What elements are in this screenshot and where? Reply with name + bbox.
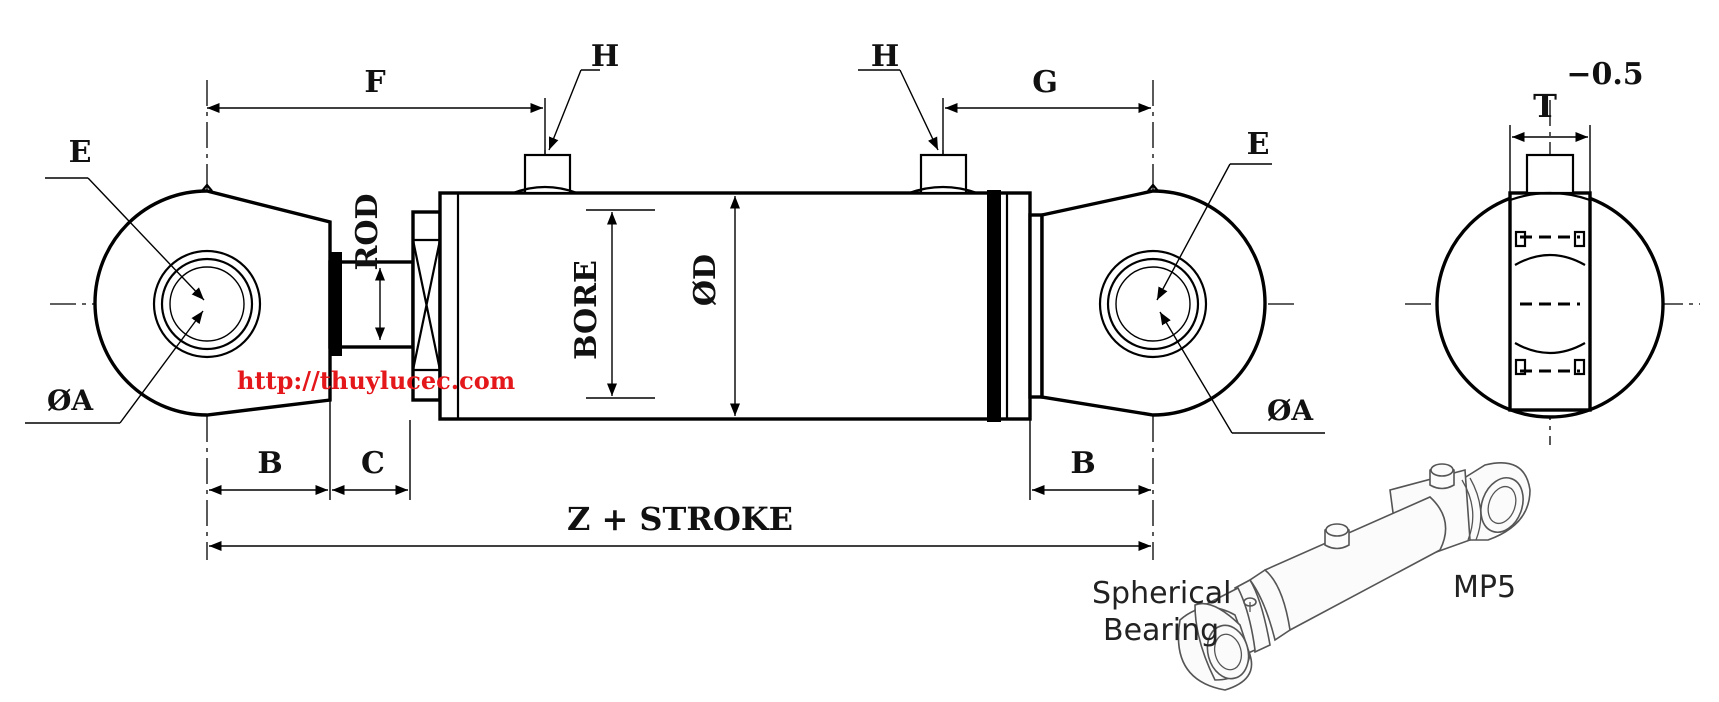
mount-type-line1: Spherical xyxy=(1092,576,1231,611)
label-a-left: ØA xyxy=(47,384,94,417)
dimension-labels: F G H H E E ØA ØA ROD BORE ØD B B C Z + … xyxy=(47,39,1644,538)
label-t: T xyxy=(1533,87,1557,125)
label-t-tolerance: −0.5 xyxy=(1566,57,1643,92)
label-z-stroke: Z + STROKE xyxy=(567,500,793,538)
model-label: MP5 xyxy=(1453,570,1516,605)
label-e-right: E xyxy=(1247,127,1270,162)
label-b-left: B xyxy=(257,446,282,481)
gland-nut xyxy=(411,210,442,402)
watermark-url: http://thuylucec.com xyxy=(237,366,515,395)
label-h-right: H xyxy=(871,39,899,74)
label-f: F xyxy=(364,65,385,100)
label-rod: ROD xyxy=(350,193,385,270)
dimension-lines xyxy=(25,69,1325,552)
isometric-cylinder-illustration xyxy=(1177,461,1531,691)
label-a-right: ØA xyxy=(1267,394,1314,427)
label-d: ØD xyxy=(688,254,723,306)
mount-type-line2: Bearing xyxy=(1103,613,1219,648)
label-b-right: B xyxy=(1070,446,1095,481)
label-bore: BORE xyxy=(569,260,604,360)
label-g: G xyxy=(1032,65,1058,100)
label-c: C xyxy=(361,446,385,481)
label-e-left: E xyxy=(69,135,92,170)
right-cap-eye xyxy=(1040,183,1267,417)
piston-rod xyxy=(328,252,415,356)
label-h-left: H xyxy=(591,39,619,74)
isometric-labels: Spherical Bearing MP5 xyxy=(1092,570,1516,648)
side-view xyxy=(1435,125,1665,419)
cylinder-barrel xyxy=(438,153,1044,422)
